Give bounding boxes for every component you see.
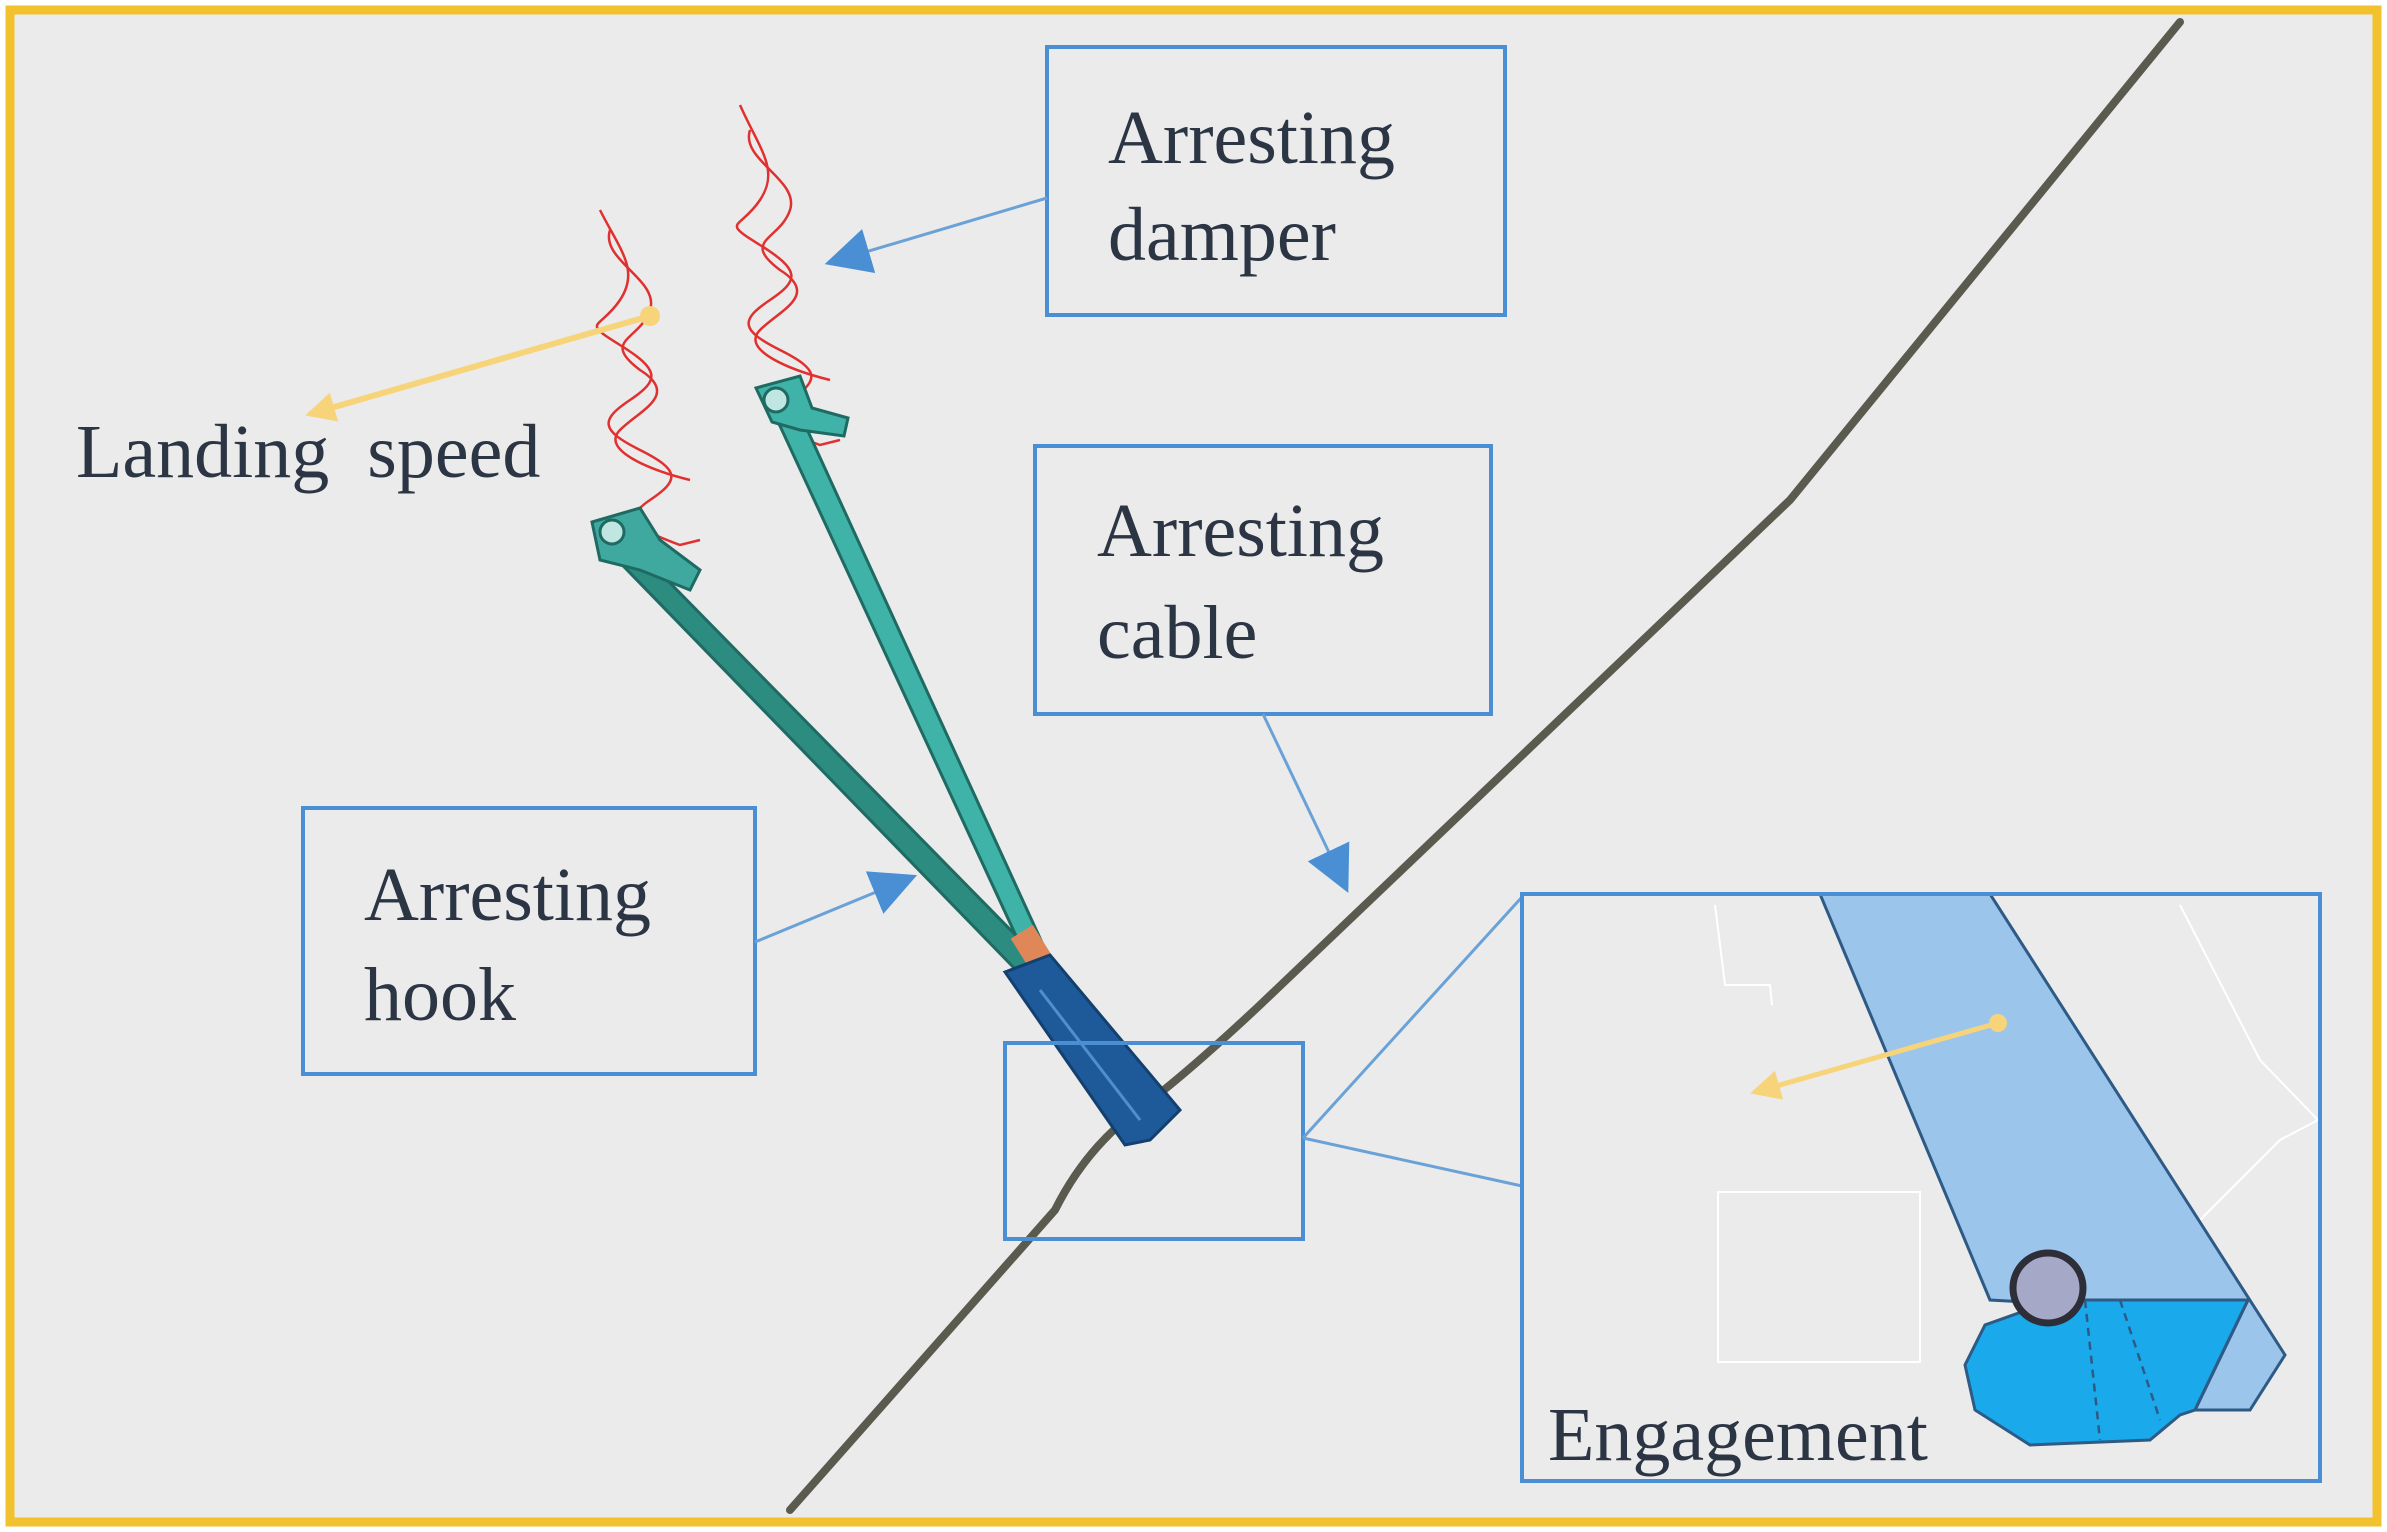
inset-cable-section <box>2009 1249 2087 1327</box>
arresting-hook-head <box>1002 924 1183 1147</box>
zoom-connector-bottom <box>1302 1136 1523 1188</box>
inset-speed-arrow <box>1750 1020 1999 1100</box>
callout-box-hook <box>301 806 757 1076</box>
engagement-zoom-region <box>1003 1041 1305 1241</box>
label-arresting-cable-line1: Arresting <box>1097 489 1384 573</box>
landing-speed-origin <box>640 306 660 326</box>
label-arresting-damper-line2: damper <box>1108 193 1336 277</box>
callout-box-cable <box>1033 444 1493 716</box>
label-engagement: Engagement <box>1548 1393 1928 1477</box>
label-arresting-hook-line2: hook <box>364 953 516 1037</box>
zoom-connector-top <box>1301 895 1524 1140</box>
callout-arrow-hook <box>754 871 918 944</box>
landing-speed-arrow <box>305 313 651 422</box>
arresting-hook-rod-right <box>753 374 1053 968</box>
inset-hook-shank <box>1819 896 2287 1412</box>
inset-speed-origin <box>1989 1014 2007 1032</box>
label-arresting-cable-line2: cable <box>1097 591 1257 675</box>
label-arresting-damper-line1: Arresting <box>1108 96 1395 180</box>
callout-box-damper <box>1045 45 1507 317</box>
callout-arrow-damper <box>824 196 1048 274</box>
callout-arrow-cable <box>1261 713 1350 893</box>
engagement-inset <box>1520 892 2322 1483</box>
label-arresting-hook-line1: Arresting <box>364 853 651 937</box>
label-landing-speed: Landing speed <box>76 410 540 494</box>
